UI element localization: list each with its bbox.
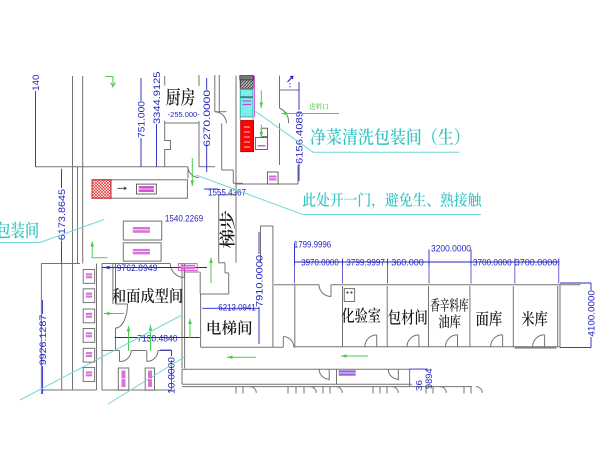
svg-text:3344.9125: 3344.9125 (152, 72, 163, 125)
svg-text:7130.4840: 7130.4840 (137, 333, 177, 344)
svg-text:-255.000-: -255.000- (168, 112, 201, 119)
svg-text:9926.1287: 9926.1287 (38, 315, 49, 366)
svg-text:3970.0000: 3970.0000 (301, 258, 339, 269)
svg-text:6156.4089: 6156.4089 (294, 111, 305, 164)
svg-text:3799.9997: 3799.9997 (346, 258, 385, 269)
svg-text:6213.0941: 6213.0941 (218, 303, 255, 314)
svg-text:3700.0000: 3700.0000 (473, 258, 512, 269)
svg-text:3700.0000: 3700.0000 (515, 258, 558, 269)
svg-text:9762.8949: 9762.8949 (117, 263, 158, 274)
svg-text:3200.0000: 3200.0000 (431, 244, 471, 255)
svg-text:1555.4367: 1555.4367 (208, 187, 246, 198)
svg-text:4100.0000: 4100.0000 (587, 290, 597, 336)
svg-text:10.0000: 10.0000 (167, 357, 177, 394)
svg-text:1799.9996: 1799.9996 (294, 240, 331, 251)
svg-text:9894: 9894 (424, 369, 434, 390)
svg-text:1540.2269: 1540.2269 (165, 214, 203, 225)
svg-text:140: 140 (31, 75, 42, 91)
svg-text:6270.0000: 6270.0000 (202, 90, 213, 147)
svg-text:6173.8645: 6173.8645 (57, 189, 68, 240)
svg-text:36: 36 (414, 380, 424, 391)
svg-text:360.000: 360.000 (391, 258, 424, 269)
svg-text:751.000: 751.000 (136, 101, 147, 138)
svg-text:7910.0000: 7910.0000 (254, 255, 265, 307)
